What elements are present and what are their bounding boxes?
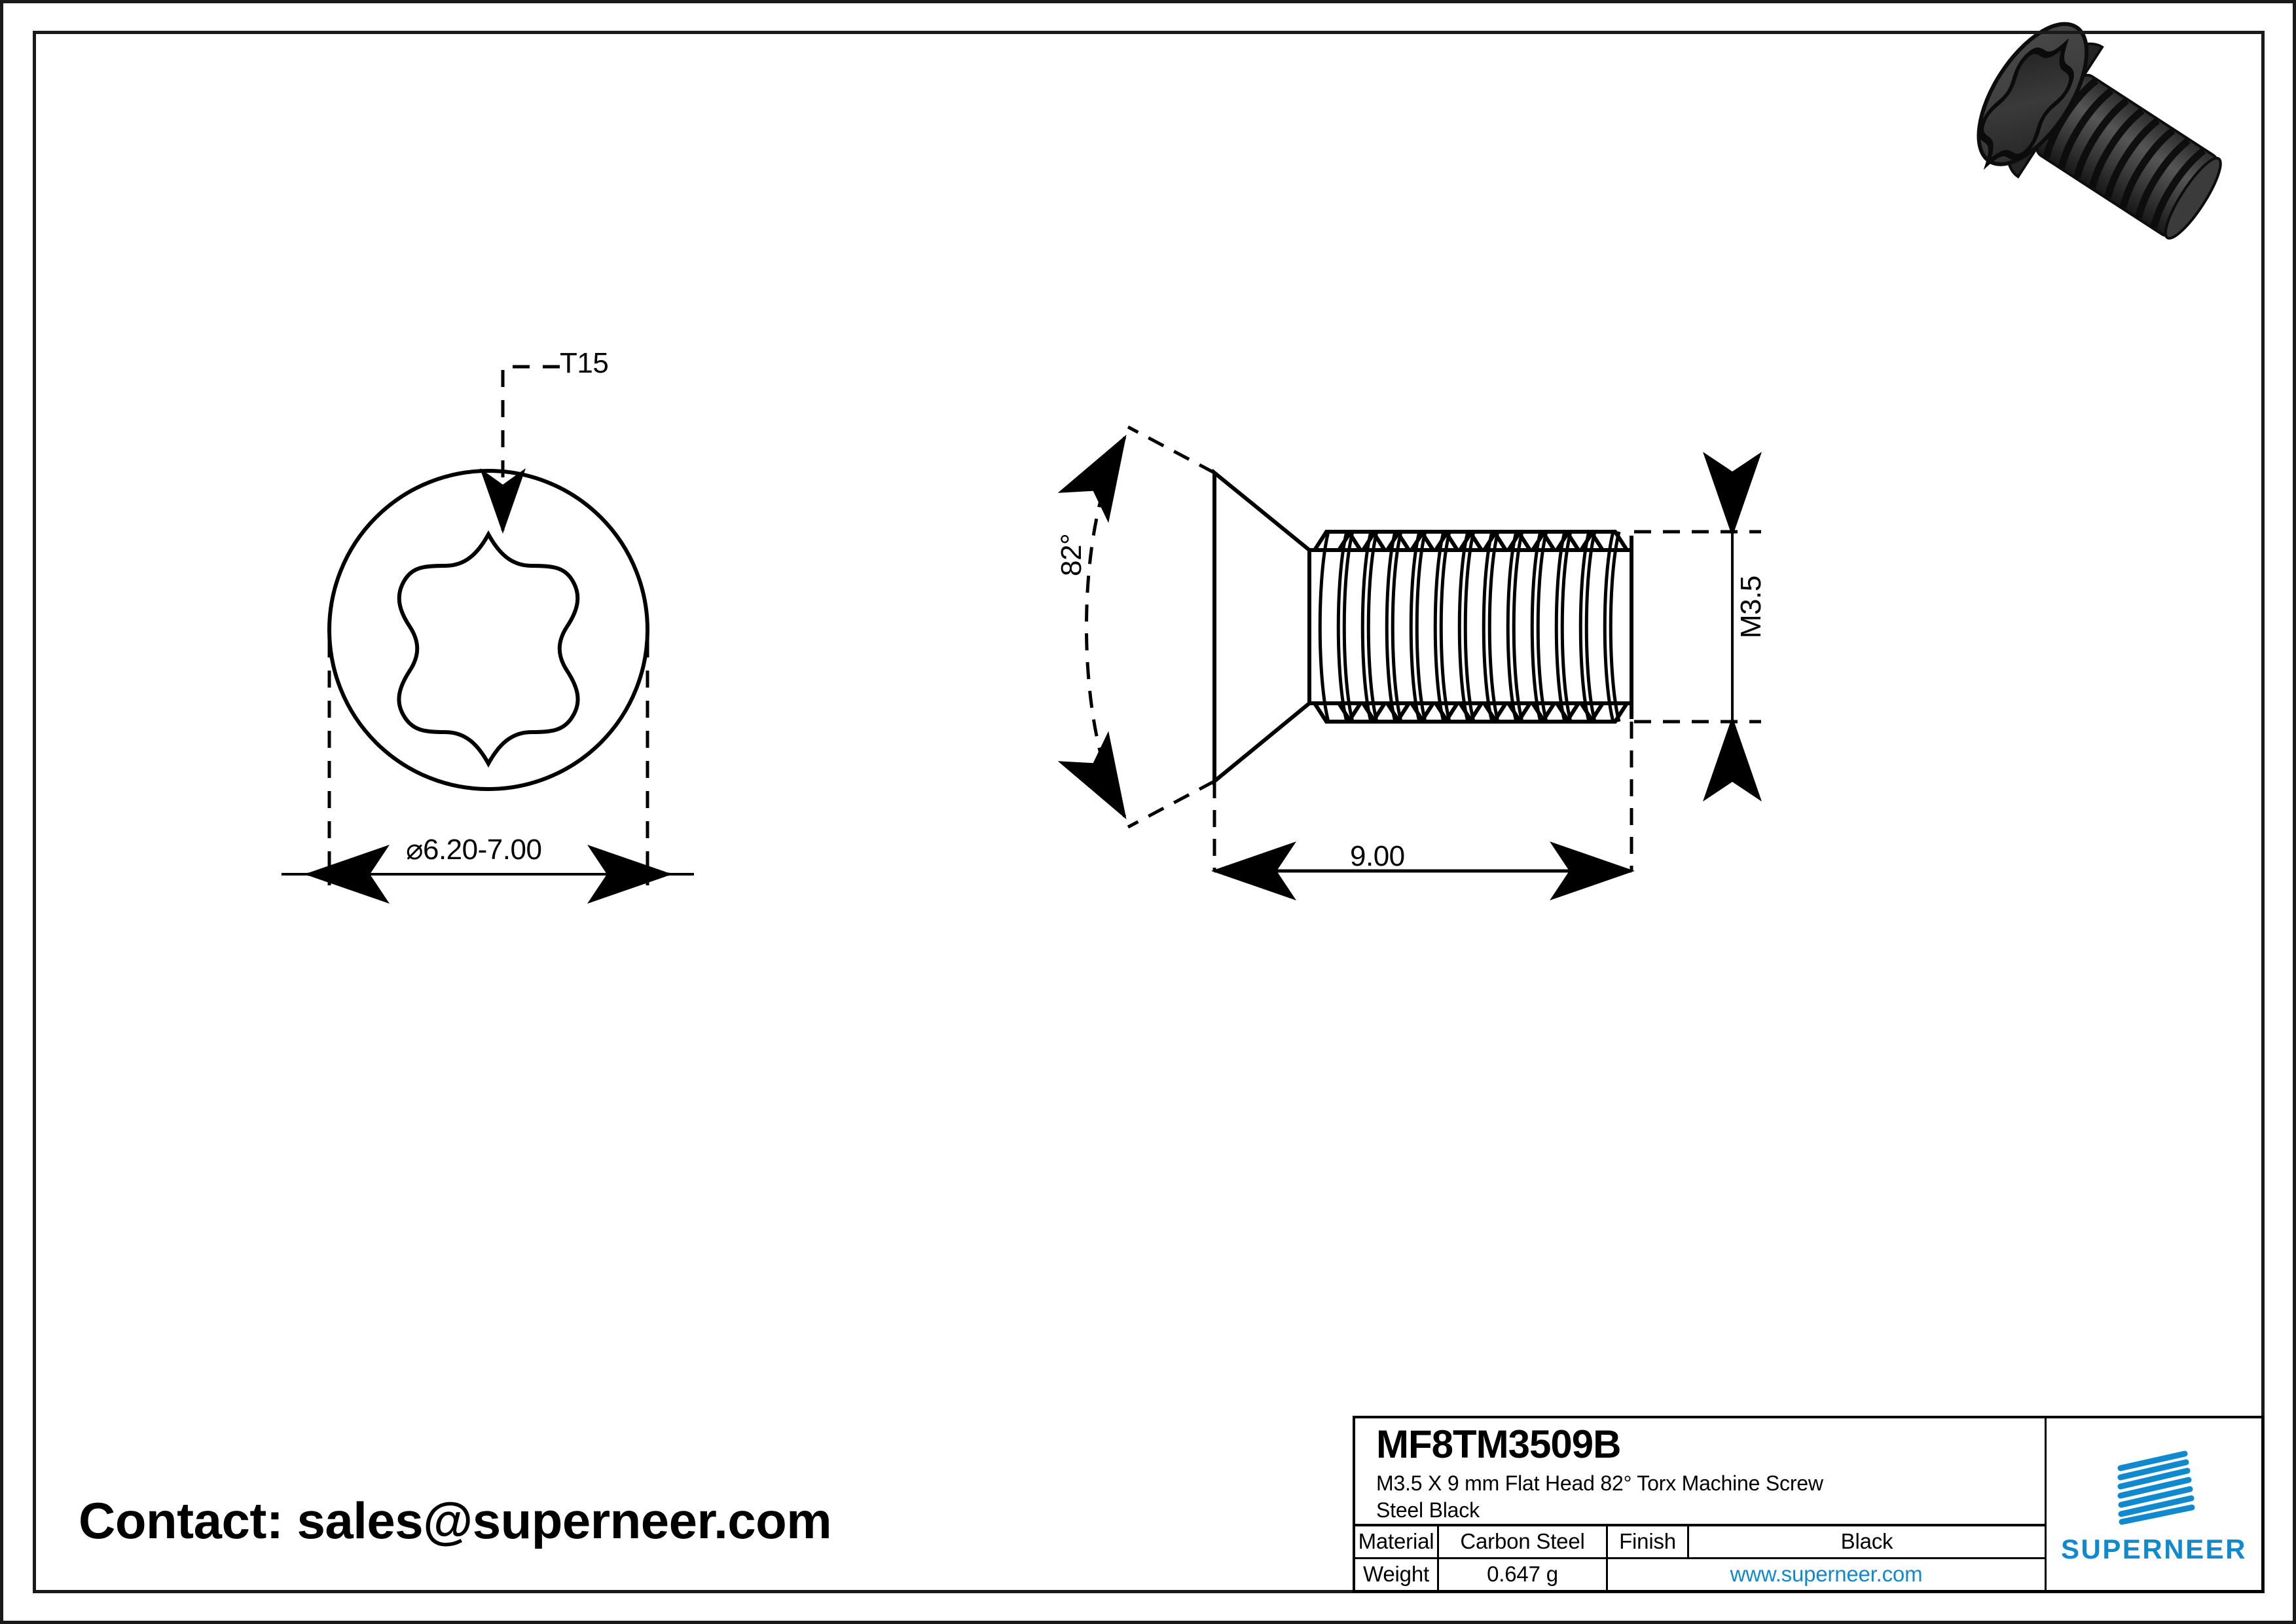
logo-wordmark: SUPERNEER <box>2061 1534 2247 1564</box>
title-block: MF8TM3509B M3.5 X 9 mm Flat Head 82° Tor… <box>1353 1416 2264 1593</box>
top-view-torx-head <box>282 365 694 904</box>
angle-arc <box>1057 434 1127 820</box>
title-block-left: MF8TM3509B M3.5 X 9 mm Flat Head 82° Tor… <box>1353 1416 2047 1593</box>
part-number: MF8TM3509B <box>1376 1422 1621 1466</box>
spec-row-material: Material Carbon Steel Finish Black <box>1355 1526 2045 1559</box>
title-block-header: MF8TM3509B M3.5 X 9 mm Flat Head 82° Tor… <box>1355 1418 2045 1526</box>
dimension-label-head-angle: 82° <box>1055 533 1087 576</box>
render-shank <box>2035 73 2222 240</box>
dimension-label-length: 9.00 <box>1350 840 1405 872</box>
material-value: Carbon Steel <box>1439 1526 1608 1557</box>
weight-value: 0.647 g <box>1439 1559 1608 1590</box>
dimension-label-thread-size: M3.5 <box>1735 576 1767 638</box>
side-view-screw <box>1057 425 1762 900</box>
head-outline-circle <box>327 469 649 791</box>
spec-table: Material Carbon Steel Finish Black Weigh… <box>1355 1526 2045 1590</box>
finish-label: Finish <box>1608 1526 1689 1557</box>
website-link[interactable]: www.superneer.com <box>1730 1562 1923 1587</box>
striped-parallelogram-logo-icon <box>2117 1450 2195 1525</box>
countersunk-head-outline <box>1212 468 1311 786</box>
material-label: Material <box>1355 1526 1439 1557</box>
part-description-1: M3.5 X 9 mm Flat Head 82° Torx Machine S… <box>1376 1471 1823 1495</box>
title-block-logo-cell: SUPERNEER <box>2047 1416 2264 1593</box>
angle-extension-lower <box>1127 779 1216 829</box>
part-description-2: Steel Black <box>1376 1498 1480 1522</box>
t15-leader-line <box>501 365 560 488</box>
contact-text: Contact: sales@superneer.com <box>79 1492 832 1549</box>
spec-row-weight: Weight 0.647 g www.superneer.com <box>1355 1559 2045 1590</box>
dimension-label-head-diameter: ⌀6.20-7.00 <box>406 834 542 866</box>
render-torx-recess <box>1978 38 2074 170</box>
angle-extension-upper <box>1127 425 1216 475</box>
dimension-label-drive-size: T15 <box>560 347 609 379</box>
torx-recess-star <box>397 530 580 768</box>
thread-flank-lines <box>1318 531 1621 722</box>
finish-value: Black <box>1840 1529 1893 1554</box>
weight-label: Weight <box>1355 1559 1439 1590</box>
isometric-render <box>1977 22 2222 240</box>
